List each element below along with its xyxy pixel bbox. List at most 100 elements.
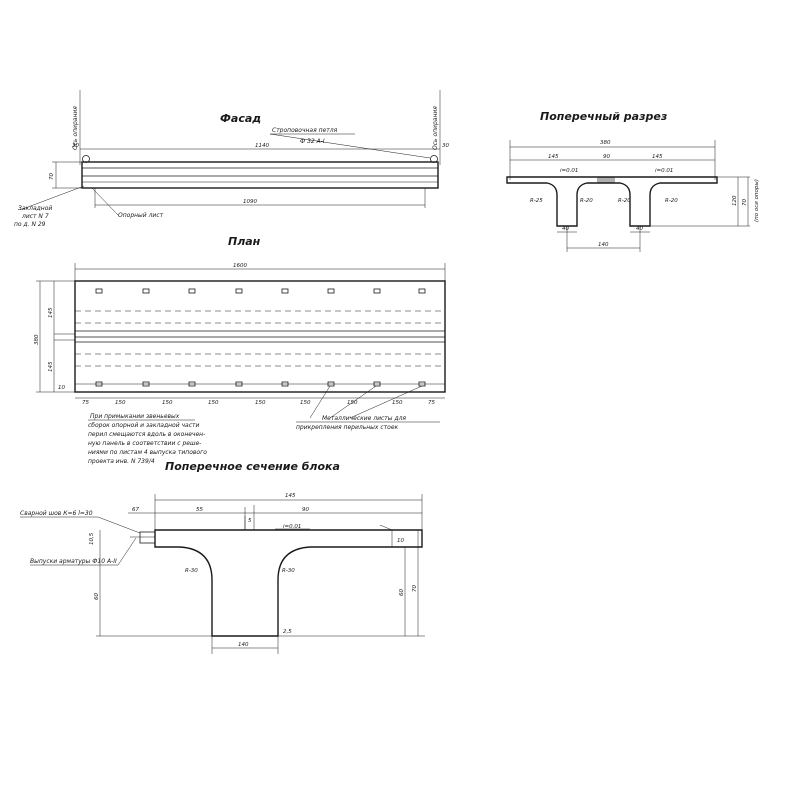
plan-spacing: 150: [300, 400, 311, 406]
block-section-view: Поперечное сечение блока 145 55 90 67 5 …: [20, 460, 425, 654]
plan-spacing: 150: [115, 400, 126, 406]
cross-cut-r1: R-25: [530, 198, 543, 204]
cross-cut-dim-h1: 120: [732, 195, 738, 206]
plan-plate: [373, 288, 381, 294]
cross-cut-dim-left: 145: [548, 154, 559, 160]
facade-support-note: Опорный лист: [118, 212, 164, 219]
plan-dim-edge: 10: [58, 385, 65, 391]
facade-embed-note-1: Закладной: [18, 205, 52, 212]
cross-cut-view: Поперечный разрез 380 145 90 145 i=0.01 …: [506, 110, 760, 252]
cross-cut-dim-mid: 90: [603, 154, 610, 160]
block-dim-top-left: 55: [196, 507, 203, 513]
plan-view: План 1600: [34, 235, 446, 465]
plan-note-line: сборок опорной и закладной части: [88, 422, 200, 429]
block-dim-top-right: 90: [302, 507, 309, 513]
plan-top-plates: [95, 288, 426, 294]
cross-cut-dim-rib-right: 40: [636, 226, 643, 232]
facade-loop-right: [430, 155, 438, 163]
cross-cut-dim-side: (по оси опоры): [754, 179, 760, 222]
block-corner-mark: [379, 524, 393, 531]
plan-note-leader: [349, 385, 423, 419]
cross-cut-r2: R-20: [580, 198, 593, 204]
block-r-left: R-30: [185, 568, 198, 574]
facade-view: Фасад Ось опирания Ось опирания 1140 30 …: [14, 90, 449, 228]
plan-outline: [74, 280, 446, 393]
cross-cut-shape: [506, 176, 718, 227]
block-dim-total: 145: [285, 493, 296, 499]
block-joint-notch: [139, 531, 156, 544]
plan-spacing: 75: [82, 400, 89, 406]
plan-plate: [373, 381, 381, 387]
plan-title: План: [228, 235, 261, 248]
block-section-title: Поперечное сечение блока: [165, 460, 340, 473]
facade-rod-spec: Ф 32 А-I: [300, 138, 325, 145]
plan-plate: [95, 288, 103, 294]
cross-cut-slope-left: i=0.01: [560, 168, 578, 174]
cross-cut-dim-right: 145: [652, 154, 663, 160]
plan-dim-w2: 145: [48, 361, 54, 372]
cross-cut-dim-rib: 140: [598, 242, 609, 248]
facade-left-axis-label: Ось опирания: [72, 106, 79, 150]
plan-plate: [188, 381, 196, 387]
block-dim-small-1: 5: [248, 518, 252, 524]
plan-spacing-labels: 75 150 150 150 150 150 150 150 75: [82, 400, 435, 406]
block-r-right: R-30: [282, 568, 295, 574]
facade-rod-note: Строповочная петля: [272, 127, 338, 134]
plan-note-leader: [329, 385, 377, 419]
plan-dim-width: 380: [34, 334, 40, 345]
plan-note-right: Металлические листы для прикрепления пер…: [296, 415, 406, 431]
block-dim-left-1: 10,5: [89, 532, 95, 545]
cross-cut-dim-h2: 70: [742, 199, 748, 206]
plan-spacing: 150: [347, 400, 358, 406]
cross-cut-joint: [597, 177, 615, 183]
cross-cut-title: Поперечный разрез: [540, 110, 667, 123]
block-dim-h-inner: 60: [399, 589, 405, 596]
plan-note-line: проекта инв. N 739/4: [88, 458, 155, 465]
plan-dim-total: 1600: [233, 263, 247, 269]
plan-note-line: ниями по листам 4 выпуска типового: [88, 449, 207, 456]
cross-cut-dim-rib-left: 40: [562, 226, 569, 232]
plan-spacing: 150: [208, 400, 219, 406]
plan-plate: [327, 288, 335, 294]
plan-dim-w1: 145: [48, 307, 54, 318]
plan-plate: [327, 381, 335, 387]
facade-loop-left: [82, 155, 90, 163]
facade-embed-leader: [19, 185, 85, 211]
plan-plate: [142, 381, 150, 387]
block-dim-small-2: 10: [397, 538, 404, 544]
plan-spacing: 150: [162, 400, 173, 406]
block-dim-left-2: 60: [94, 593, 100, 600]
block-dim-rib: 140: [238, 642, 249, 648]
block-note-weld: Сварной шов К=6 l=30: [20, 510, 93, 517]
plan-note-line: перил смещаются вдоль в оконечен-: [88, 431, 205, 438]
facade-rod-leader: [269, 133, 431, 159]
facade-dim-top: 1140: [255, 143, 269, 149]
cross-cut-dim-total: 380: [600, 140, 611, 146]
cross-cut-r4: R-20: [665, 198, 678, 204]
facade-right-axis-label: Ось опирания: [432, 106, 439, 150]
facade-embed-note-2: лист N 7: [21, 213, 49, 220]
facade-embed-note-3: по д. N 29: [14, 221, 46, 228]
plan-note-line: При примыкании звеньевых: [90, 413, 180, 420]
plan-plate: [142, 288, 150, 294]
block-section-shape: [154, 529, 423, 637]
facade-dim-left-end: 30: [72, 143, 79, 149]
plan-plate: [418, 288, 426, 294]
facade-dim-right-end: 30: [442, 143, 449, 149]
block-note-rebar-leader: [117, 537, 137, 566]
block-dim-h-total: 70: [412, 585, 418, 592]
facade-dim-bottom: 1090: [243, 199, 257, 205]
plan-plate: [235, 381, 243, 387]
facade-title: Фасад: [220, 112, 261, 125]
cross-cut-r3: R-20: [618, 198, 631, 204]
plan-note-line: Металлические листы для: [322, 415, 406, 422]
cross-cut-slope-right: i=0.01: [655, 168, 673, 174]
plan-spacing: 75: [428, 400, 435, 406]
plan-plate: [281, 381, 289, 387]
facade-support-leader: [91, 187, 119, 216]
plan-plate: [188, 288, 196, 294]
plan-plate: [281, 288, 289, 294]
block-dim-corner: 67: [132, 507, 139, 513]
